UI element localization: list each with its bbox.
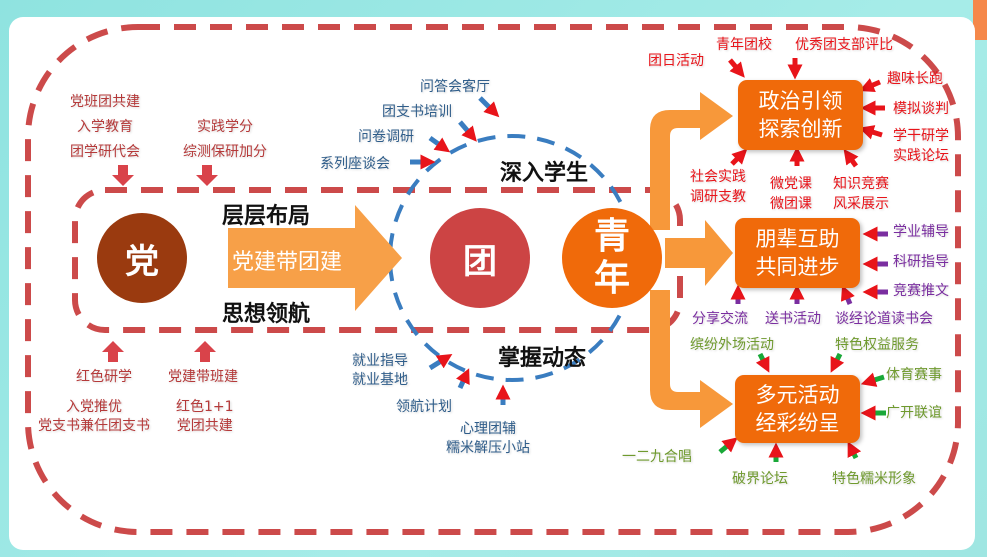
- purple-item-arrows: [730, 226, 888, 305]
- label: 分享交流: [692, 311, 748, 327]
- label: 团日活动: [648, 53, 704, 69]
- title: 共同进步: [755, 255, 840, 279]
- label: 入党推优: [66, 399, 122, 415]
- youth-circle: 青年: [562, 208, 662, 308]
- psy-group: 心理团辅 糯米解压小站: [446, 420, 530, 458]
- label: 体育赛事: [886, 367, 942, 383]
- label: 领航计划: [396, 399, 452, 415]
- red-small-arrows: [102, 165, 218, 362]
- label: 青年团校: [716, 37, 772, 53]
- title: 多元活动: [755, 383, 840, 407]
- label: 问答会客厅: [420, 79, 490, 95]
- label: 党支书兼任团支书: [38, 418, 150, 434]
- label: 破界论坛: [732, 471, 788, 487]
- label: 学业辅导: [893, 224, 949, 240]
- red-item-arrows: [728, 58, 885, 168]
- label: 知识竞赛: [833, 176, 889, 192]
- label: 实践学分: [197, 119, 253, 135]
- label-party-class: 党建带班建: [168, 369, 238, 385]
- label: 微团课: [770, 196, 812, 212]
- bottom-label: 思想领航: [222, 302, 311, 327]
- youth-label: 青年: [593, 216, 630, 299]
- label: 入学教育: [77, 119, 133, 135]
- label: 系列座谈会: [320, 156, 390, 172]
- blue-small-arrows: [410, 96, 511, 405]
- circle-top-label: 深入学生: [500, 161, 589, 186]
- label: 缤纷外场活动: [690, 337, 774, 353]
- label: 学干研学: [893, 128, 949, 144]
- label: 趣味长跑: [887, 71, 943, 87]
- box-activity: 多元活动经彩纷呈: [735, 375, 860, 443]
- left-bottom-group4: 红色1+1 党团共建: [176, 398, 234, 436]
- green-item-arrows: [718, 352, 886, 462]
- label: 综测保研加分: [183, 144, 267, 160]
- label: 团支书培训: [382, 104, 452, 120]
- label: 优秀团支部评比: [795, 37, 893, 53]
- title: 探索创新: [758, 117, 843, 141]
- party-circle: 党: [97, 213, 187, 303]
- title: 朋辈互助: [755, 227, 840, 251]
- left-bottom-group3: 入党推优 党支书兼任团支书: [38, 398, 150, 436]
- label: 科研指导: [893, 254, 949, 270]
- branch-arrow-down: [650, 290, 733, 428]
- label-red-study: 红色研学: [76, 369, 132, 385]
- branch-arrow-up: [650, 92, 733, 230]
- label: 糯米解压小站: [446, 440, 530, 456]
- label: 问卷调研: [358, 129, 414, 145]
- label: 特色权益服务: [835, 337, 919, 353]
- label: 谈经论道读书会: [835, 311, 933, 327]
- main-arrow: [228, 205, 402, 311]
- label: 就业基地: [352, 372, 408, 388]
- label: 一二九合唱: [622, 449, 692, 465]
- label: 特色糯米形象: [832, 471, 916, 487]
- label: 微党课: [770, 176, 812, 192]
- label: 风采展示: [833, 196, 889, 212]
- league-circle: 团: [430, 208, 530, 308]
- label: 社会实践: [690, 169, 746, 185]
- label: 党班团共建: [70, 94, 140, 110]
- box-peer: 朋辈互助共同进步: [735, 218, 860, 288]
- label: 就业指导: [352, 353, 408, 369]
- label: 心理团辅: [460, 421, 516, 437]
- left-top-group2: 实践学分 综测保研加分: [183, 115, 267, 165]
- background-decoration: [973, 0, 987, 40]
- branch-arrow-mid: [665, 220, 733, 286]
- label: 党团共建: [176, 418, 233, 434]
- label: 调研支教: [690, 189, 746, 205]
- jobs-group: 就业指导 就业基地: [352, 352, 408, 390]
- title: 政治引领: [758, 89, 843, 113]
- outer-dashed-frame: [25, 24, 961, 535]
- left-top-group1: 党班团共建 入学教育 团学研代会: [70, 90, 140, 165]
- circle-bottom-label: 掌握动态: [498, 346, 587, 371]
- label: 送书活动: [765, 311, 821, 327]
- arrow-label: 党建带团建: [232, 250, 343, 275]
- box-political: 政治引领探索创新: [738, 80, 863, 150]
- label: 团学研代会: [70, 144, 140, 160]
- label: 红色1+1: [176, 399, 234, 415]
- label: 竞赛推文: [893, 283, 949, 299]
- top-label: 层层布局: [222, 204, 311, 229]
- label: 广开联谊: [886, 405, 942, 421]
- label: 实践论坛: [893, 148, 949, 164]
- label: 模拟谈判: [893, 101, 949, 117]
- title: 经彩纷呈: [755, 411, 840, 435]
